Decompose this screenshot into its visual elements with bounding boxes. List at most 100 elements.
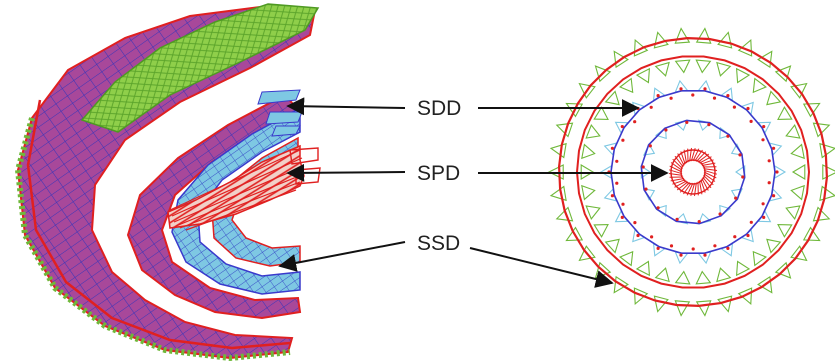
ssd-triangle xyxy=(737,38,753,57)
sdd-mid-dot xyxy=(691,93,695,97)
ssd-inner-triangle xyxy=(766,90,782,106)
ssd-triangle xyxy=(819,142,835,159)
ssd-inner-triangle xyxy=(593,224,609,238)
ssd-inner-triangle xyxy=(735,260,751,277)
sdd-outer-dot xyxy=(620,125,624,129)
sdd-inner-dot xyxy=(644,187,648,191)
ssd-triangle xyxy=(717,295,733,313)
sdd-mid-dot xyxy=(669,244,674,248)
sdd-mid-dot xyxy=(713,244,717,248)
sdd-outer-dot xyxy=(762,125,766,129)
spd-outer-circle xyxy=(670,149,716,195)
sdd-inner-dot xyxy=(718,212,722,216)
sdd-inner-dot xyxy=(707,123,711,127)
ssd-inner-triangle xyxy=(695,59,712,74)
sdd-outer-dot xyxy=(636,233,640,238)
ssd-inner-triangle xyxy=(604,238,620,254)
sdd-inner-dot xyxy=(664,128,668,132)
ssd-inner-triangle xyxy=(619,250,634,267)
ssd-triangle xyxy=(549,185,567,202)
sdd-inner-dot xyxy=(648,144,652,148)
ssd-arrow-left xyxy=(278,241,406,272)
ssd-inner-triangle xyxy=(716,61,732,77)
ssd-inner-triangle xyxy=(777,106,793,120)
sdd-inner-dot xyxy=(726,134,730,138)
ssd-label: SSD xyxy=(417,232,460,255)
ssd-triangle xyxy=(695,300,712,317)
ssd-inner-triangle xyxy=(604,90,620,106)
ssd-green-top xyxy=(80,3,320,133)
sdd-mid-dot xyxy=(649,105,653,109)
sdd-mid-dot xyxy=(761,202,765,206)
spd-arrow-left xyxy=(286,163,406,182)
sdd-outer-dot xyxy=(679,87,683,91)
ssd-inner-triangle xyxy=(674,59,691,74)
sdd-arrow-left xyxy=(286,97,406,116)
sdd-outer-dot xyxy=(746,233,750,238)
label-group-sdd: SDD xyxy=(286,97,640,120)
sdd-outer-dot xyxy=(775,170,779,174)
ssd-inner-triangle xyxy=(619,77,634,94)
ssd-triangle xyxy=(717,31,733,49)
sdd-inner-dot xyxy=(675,217,679,221)
ssd-outer-ring xyxy=(557,36,829,308)
ssd-red-rim xyxy=(26,99,291,350)
sdd-mid-dot xyxy=(621,202,625,206)
spd-label: SPD xyxy=(417,162,460,185)
ssd-triangle xyxy=(578,245,596,262)
sdd-mid-dot xyxy=(691,247,695,251)
sdd-mid-dot xyxy=(761,138,765,142)
sdd-mid-dot xyxy=(749,119,753,123)
ssd-inner-triangle xyxy=(581,143,596,160)
sdd-inner-dot xyxy=(641,165,645,169)
ssd-arrow-right xyxy=(469,247,614,288)
sdd-inner-dot xyxy=(656,206,660,210)
sdd-mid-dot xyxy=(767,159,771,163)
ssd-triangle xyxy=(737,287,753,306)
ssd-inner-triangle xyxy=(716,267,732,283)
sdd-outer-dot xyxy=(703,253,707,257)
ssd-inner-triangle xyxy=(635,260,651,277)
ssd-inner-triangle xyxy=(766,238,782,254)
sdd-outer-dot xyxy=(762,215,766,219)
ssd-triangle xyxy=(774,261,792,279)
label-group-ssd: SSD xyxy=(278,232,614,288)
sdd-outer-dot xyxy=(726,94,730,98)
sdd-mid-dot xyxy=(633,120,637,124)
ssd-triangle xyxy=(757,50,773,69)
ssd-inner-triangle xyxy=(790,184,805,201)
ssd-inner-triangle xyxy=(785,205,801,220)
sdd-outer-dot xyxy=(726,246,730,250)
sdd-outer-dot xyxy=(610,194,615,198)
ssd-triangle xyxy=(633,287,649,306)
ssd-inner-triangle xyxy=(585,124,601,139)
ssd-outer-triangles xyxy=(547,27,835,317)
ssd-triangle xyxy=(802,102,821,118)
ssd-triangle xyxy=(594,65,612,83)
sdd-outer-dot xyxy=(679,253,683,257)
ssd-triangle xyxy=(802,226,821,242)
sdd-inner-dot xyxy=(741,175,745,179)
ssd-inner-triangle xyxy=(593,106,609,120)
sdd-triangle xyxy=(652,242,666,257)
ssd-inner-triangle xyxy=(777,224,793,238)
ssd-triangle xyxy=(674,300,691,317)
ssd-inner-triangle xyxy=(635,67,651,84)
ssd-inner-triangle xyxy=(585,205,601,220)
sdd-inner-dot xyxy=(697,220,701,224)
sdd-outer-dot xyxy=(703,87,707,91)
sdd-triangle xyxy=(652,87,666,102)
sdd-mid-dot xyxy=(733,235,737,239)
sdd-outer-dot xyxy=(746,106,750,111)
spd-ring xyxy=(668,147,718,197)
sdd-outer-dot xyxy=(610,146,615,150)
sdd-triangle xyxy=(720,242,734,257)
sdd-mid-dot xyxy=(732,105,737,109)
sdd-mid-dot xyxy=(712,96,717,100)
sdd-mid-dot xyxy=(749,220,753,224)
ssd-triangle xyxy=(578,82,596,99)
sdd-inner-dot xyxy=(685,120,689,124)
sdd-label: SDD xyxy=(417,97,461,120)
